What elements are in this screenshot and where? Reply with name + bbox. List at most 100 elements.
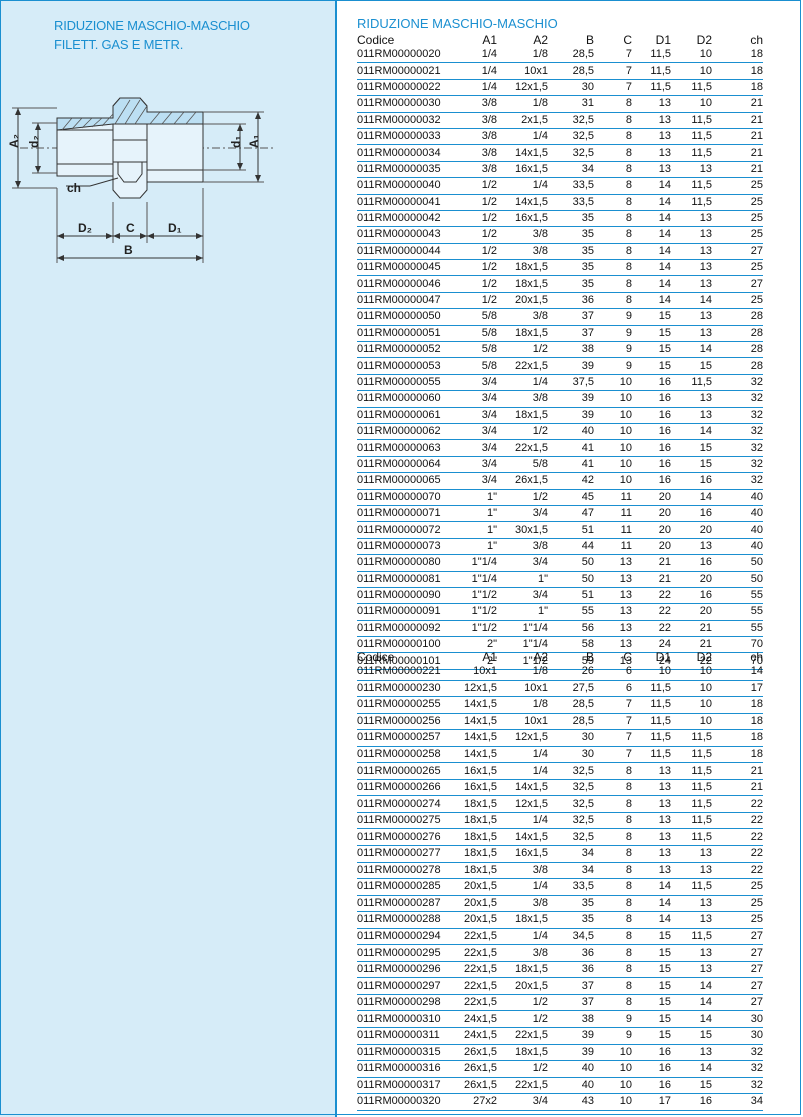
- cell-codice: 011RM00000033: [357, 128, 455, 146]
- cell-d1: 11,5: [632, 696, 671, 714]
- cell-ch: 32: [712, 407, 763, 424]
- cell-b: 34,5: [548, 928, 594, 946]
- cell-d2: 14: [671, 1010, 712, 1029]
- cell-a2: 1/2: [497, 994, 548, 1012]
- cell-d2: 11,5: [671, 795, 712, 813]
- cell-ch: 18: [712, 729, 763, 747]
- col-header-a2: A2: [533, 33, 548, 47]
- cell-a2: 3/8: [497, 390, 548, 408]
- col-header-a1: A1: [482, 33, 497, 47]
- cell-c: 7: [594, 696, 632, 714]
- cell-a1: 18x1,5: [455, 845, 497, 863]
- cell-ch: 22: [712, 812, 763, 830]
- cell-a1: 3/8: [455, 128, 497, 146]
- cell-ch: 21: [712, 144, 763, 162]
- cell-d1: 16: [632, 374, 671, 392]
- cell-a1: 18x1,5: [455, 862, 497, 880]
- cell-b: 40: [548, 1077, 594, 1095]
- cell-b: 35: [548, 275, 594, 293]
- cell-d1: 11,5: [632, 746, 671, 764]
- cell-c: 11: [594, 521, 632, 539]
- cell-b: 26: [548, 664, 594, 681]
- cell-b: 34: [548, 845, 594, 863]
- section-title: RIDUZIONE MASCHIO-MASCHIO FILETT. GAS E …: [54, 16, 250, 54]
- cell-d1: 13: [632, 828, 671, 847]
- cell-ch: 25: [712, 259, 763, 277]
- cell-a2: 22x1,5: [497, 1027, 548, 1045]
- cell-d2: 16: [671, 1093, 712, 1111]
- cell-c: 8: [594, 812, 632, 830]
- cell-d2: 14: [671, 1060, 712, 1078]
- cell-c: 10: [594, 1077, 632, 1095]
- cell-b: 35: [548, 210, 594, 228]
- cell-d1: 20: [632, 489, 671, 506]
- cell-d2: 13: [671, 944, 712, 962]
- cell-a2: 18x1,5: [497, 259, 548, 277]
- cell-d1: 16: [632, 407, 671, 424]
- cell-b: 33,5: [548, 177, 594, 195]
- label-a1: A₁: [247, 134, 261, 148]
- cell-d2: 15: [671, 1027, 712, 1045]
- table-title: RIDUZIONE MASCHIO-MASCHIO: [357, 16, 558, 31]
- cell-c: 8: [594, 259, 632, 277]
- cell-d2: 13: [671, 862, 712, 880]
- cell-c: 7: [594, 47, 632, 64]
- cell-d1: 20: [632, 521, 671, 539]
- cell-codice: 011RM00000022: [357, 79, 455, 97]
- cell-a2: 1/2: [497, 489, 548, 506]
- cell-b: 39: [548, 1044, 594, 1062]
- cell-a1: 20x1,5: [455, 878, 497, 896]
- cell-d1: 17: [632, 1093, 671, 1111]
- cell-c: 9: [594, 1010, 632, 1029]
- cell-c: 8: [594, 961, 632, 979]
- cell-c: 8: [594, 275, 632, 293]
- cell-a1: 1/2: [455, 177, 497, 195]
- cell-a2: 26x1,5: [497, 472, 548, 490]
- cell-d1: 15: [632, 928, 671, 946]
- cell-c: 8: [594, 911, 632, 929]
- cell-b: 39: [548, 1027, 594, 1045]
- cell-b: 44: [548, 538, 594, 556]
- cell-a2: 1/2: [497, 423, 548, 441]
- cell-a1: 26x1,5: [455, 1060, 497, 1078]
- cell-c: 11: [594, 505, 632, 523]
- cell-b: 32,5: [548, 144, 594, 162]
- cell-a1: 10x1: [455, 664, 497, 681]
- cell-c: 8: [594, 828, 632, 847]
- cell-a2: 3/8: [497, 538, 548, 556]
- cell-d1: 13: [632, 795, 671, 813]
- cell-ch: 27: [712, 994, 763, 1012]
- cell-d1: 13: [632, 812, 671, 830]
- cell-a1: 1": [455, 538, 497, 556]
- cell-a1: 1": [455, 521, 497, 539]
- cell-a1: 14x1,5: [455, 713, 497, 731]
- cell-a1: 18x1,5: [455, 828, 497, 847]
- col-header-ch: ch: [750, 33, 763, 47]
- cell-ch: 22: [712, 828, 763, 847]
- cell-ch: 18: [712, 47, 763, 64]
- cell-a2: 1/8: [497, 95, 548, 113]
- cell-d1: 13: [632, 95, 671, 113]
- cell-a2: 1/4: [497, 746, 548, 764]
- cell-a2: 1/4: [497, 812, 548, 830]
- cell-d1: 14: [632, 194, 671, 211]
- cell-codice: 011RM00000063: [357, 439, 455, 457]
- cell-c: 7: [594, 62, 632, 80]
- cell-a1: 3/8: [455, 112, 497, 129]
- cell-ch: 22: [712, 862, 763, 880]
- cell-d1: 24: [632, 636, 671, 654]
- label-d2: d₂: [27, 135, 41, 148]
- cell-a1: 1/2: [455, 292, 497, 310]
- cell-c: 8: [594, 144, 632, 162]
- cell-d1: 16: [632, 1044, 671, 1062]
- cell-ch: 55: [712, 603, 763, 621]
